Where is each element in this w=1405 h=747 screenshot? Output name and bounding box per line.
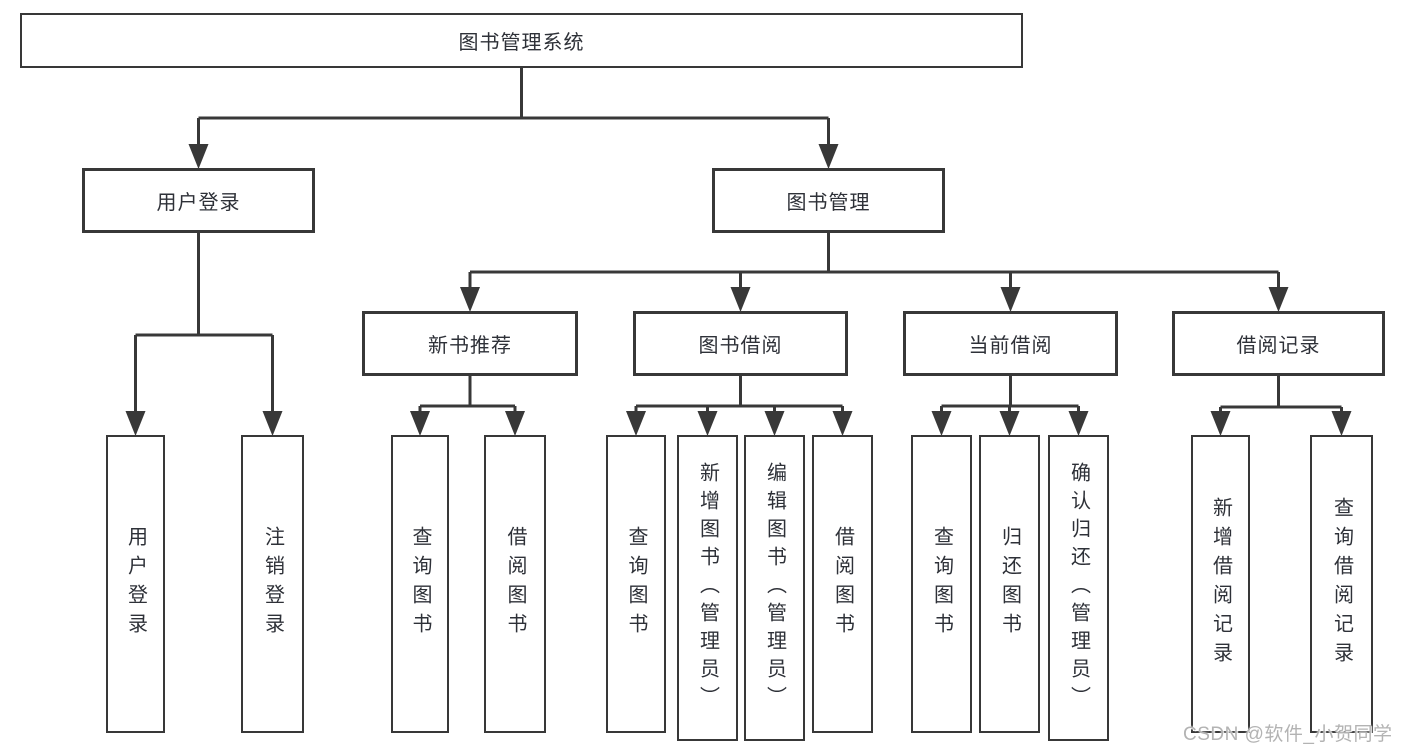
- node-label: 借阅记录: [1236, 335, 1321, 357]
- arrowhead-icon: [505, 411, 525, 436]
- arrowhead-icon: [730, 287, 751, 312]
- node-label: 图书借阅: [698, 335, 783, 357]
- connector-borrowrecords-to-leaves: [1219, 376, 1343, 416]
- node-label: 当前借阅: [968, 335, 1053, 357]
- node-label: 借阅图书: [504, 526, 526, 642]
- leaf-logout: 注销登录: [241, 435, 304, 733]
- csdn-watermark: CSDN @软件_小贺同学: [1183, 724, 1393, 745]
- arrowhead-icon: [460, 287, 480, 312]
- node-user-login: 用户登录: [82, 168, 315, 233]
- leaf-edit-books-admin: 编辑图书（管理员）: [744, 435, 805, 741]
- arrowhead-icon: [125, 411, 146, 436]
- node-current-borrow: 当前借阅: [903, 311, 1118, 376]
- node-root-system: 图书管理系统: [20, 13, 1023, 68]
- arrowhead-icon: [262, 411, 283, 436]
- arrowhead-icon: [931, 411, 952, 436]
- leaf-query-books-recommend: 查询图书: [391, 435, 449, 733]
- leaf-query-books-current: 查询图书: [911, 435, 972, 733]
- node-label: 新增图书（管理员）: [696, 462, 719, 714]
- leaf-return-books: 归还图书: [979, 435, 1040, 733]
- node-label: 归还图书: [998, 526, 1021, 642]
- arrowhead-icon: [1331, 411, 1352, 436]
- arrowhead-icon: [764, 411, 785, 436]
- connector-userlogin-to-leaves: [134, 233, 274, 416]
- node-label: 新增借阅记录: [1209, 497, 1232, 671]
- arrowhead-icon: [1268, 287, 1289, 312]
- node-label: 查询图书: [625, 526, 647, 642]
- arrowhead-icon: [1210, 411, 1231, 436]
- node-label: 编辑图书（管理员）: [763, 462, 786, 714]
- node-label: 注销登录: [261, 526, 284, 642]
- arrowhead-icon: [626, 411, 646, 436]
- node-label: 新书推荐: [428, 335, 512, 357]
- leaf-add-books-admin: 新增图书（管理员）: [677, 435, 738, 741]
- arrowhead-icon: [1000, 287, 1021, 312]
- arrowhead-icon: [999, 411, 1020, 436]
- node-label: 用户登录: [156, 192, 241, 214]
- connector-newbook-to-leaves: [418, 376, 517, 416]
- node-label: 查询图书: [930, 526, 953, 642]
- arrowhead-icon: [697, 411, 718, 436]
- node-label: 用户登录: [124, 526, 147, 642]
- node-borrow-records: 借阅记录: [1172, 311, 1385, 376]
- leaf-user-login: 用户登录: [106, 435, 165, 733]
- leaf-borrow-books-recommend: 借阅图书: [484, 435, 546, 733]
- node-label: 确认归还（管理员）: [1067, 462, 1090, 714]
- node-book-management: 图书管理: [712, 168, 945, 233]
- connector-bookborrow-to-leaves: [634, 376, 844, 416]
- node-label: 借阅图书: [831, 526, 854, 642]
- arrowhead-icon: [1068, 411, 1089, 436]
- node-label: 查询图书: [409, 526, 431, 642]
- node-label: 图书管理: [786, 192, 871, 214]
- leaf-query-borrow-record: 查询借阅记录: [1310, 435, 1373, 733]
- arrowhead-icon: [188, 144, 209, 169]
- arrowheads: [125, 144, 1352, 436]
- connector-bookmgmt-to-level3: [468, 233, 1280, 292]
- leaf-borrow-books: 借阅图书: [812, 435, 873, 733]
- node-book-borrow: 图书借阅: [633, 311, 848, 376]
- connector-root-to-level2: [197, 68, 830, 150]
- node-label: 查询借阅记录: [1330, 497, 1353, 671]
- leaf-confirm-return-admin: 确认归还（管理员）: [1048, 435, 1109, 741]
- arrowhead-icon: [832, 411, 853, 436]
- node-new-book-recommend: 新书推荐: [362, 311, 578, 376]
- leaf-query-books-borrow: 查询图书: [606, 435, 666, 733]
- leaf-add-borrow-record: 新增借阅记录: [1191, 435, 1250, 733]
- arrowhead-icon: [818, 144, 839, 169]
- node-label: 图书管理系统: [458, 32, 585, 54]
- arrowhead-icon: [410, 411, 430, 436]
- connector-currentborrow-to-leaves: [940, 376, 1080, 416]
